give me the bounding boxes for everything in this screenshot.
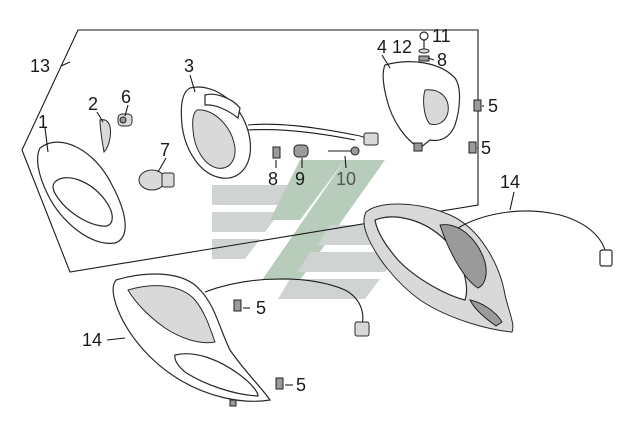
callout-3: 3 (184, 56, 194, 76)
part-14-headlight-left (112, 273, 370, 407)
callout-8-upper: 8 (437, 50, 447, 70)
callout-9: 9 (295, 169, 305, 189)
part-10-screw (328, 146, 360, 156)
assembly-frame (21, 29, 479, 273)
part-5-clip-upper-b (468, 141, 477, 154)
part-6-bulb (117, 113, 133, 127)
callout-14-left: 14 (82, 330, 102, 350)
callout-11: 11 (432, 26, 451, 46)
callout-5-lower-b: 5 (296, 375, 306, 395)
part-2-strip (99, 119, 111, 154)
part-12-washer (418, 48, 430, 54)
part-14-headlight-right (363, 203, 613, 333)
callout-8-lower: 8 (268, 169, 278, 189)
part-4-bracket (382, 61, 461, 152)
callout-14-right: 14 (500, 172, 520, 192)
part-11-screw (419, 31, 429, 50)
callout-5-lower-a: 5 (256, 298, 266, 318)
callout-2: 2 (88, 94, 98, 114)
callout-12: 12 (392, 37, 412, 57)
part-9-grommet (293, 144, 309, 158)
part-1-bezel (37, 141, 126, 244)
part-8-clip (272, 146, 281, 159)
callout-5-upper-b: 5 (481, 138, 491, 158)
callout-10: 10 (336, 169, 356, 189)
callout-1: 1 (38, 112, 48, 132)
leader-lines (44, 54, 515, 386)
part-7-bulb (138, 169, 175, 191)
callout-5-upper-a: 5 (488, 96, 498, 116)
part-8-nut-top (418, 55, 430, 62)
callout-4: 4 (377, 37, 387, 57)
part-5-clip-lower-b (275, 377, 284, 390)
part-5-clip-upper-a (473, 99, 482, 112)
callout-7: 7 (160, 140, 170, 160)
callout-6: 6 (121, 87, 131, 107)
callout-13: 13 (30, 56, 50, 76)
part-5-clip-lower-a (233, 299, 242, 312)
part-3-headlight-housing (180, 86, 379, 179)
